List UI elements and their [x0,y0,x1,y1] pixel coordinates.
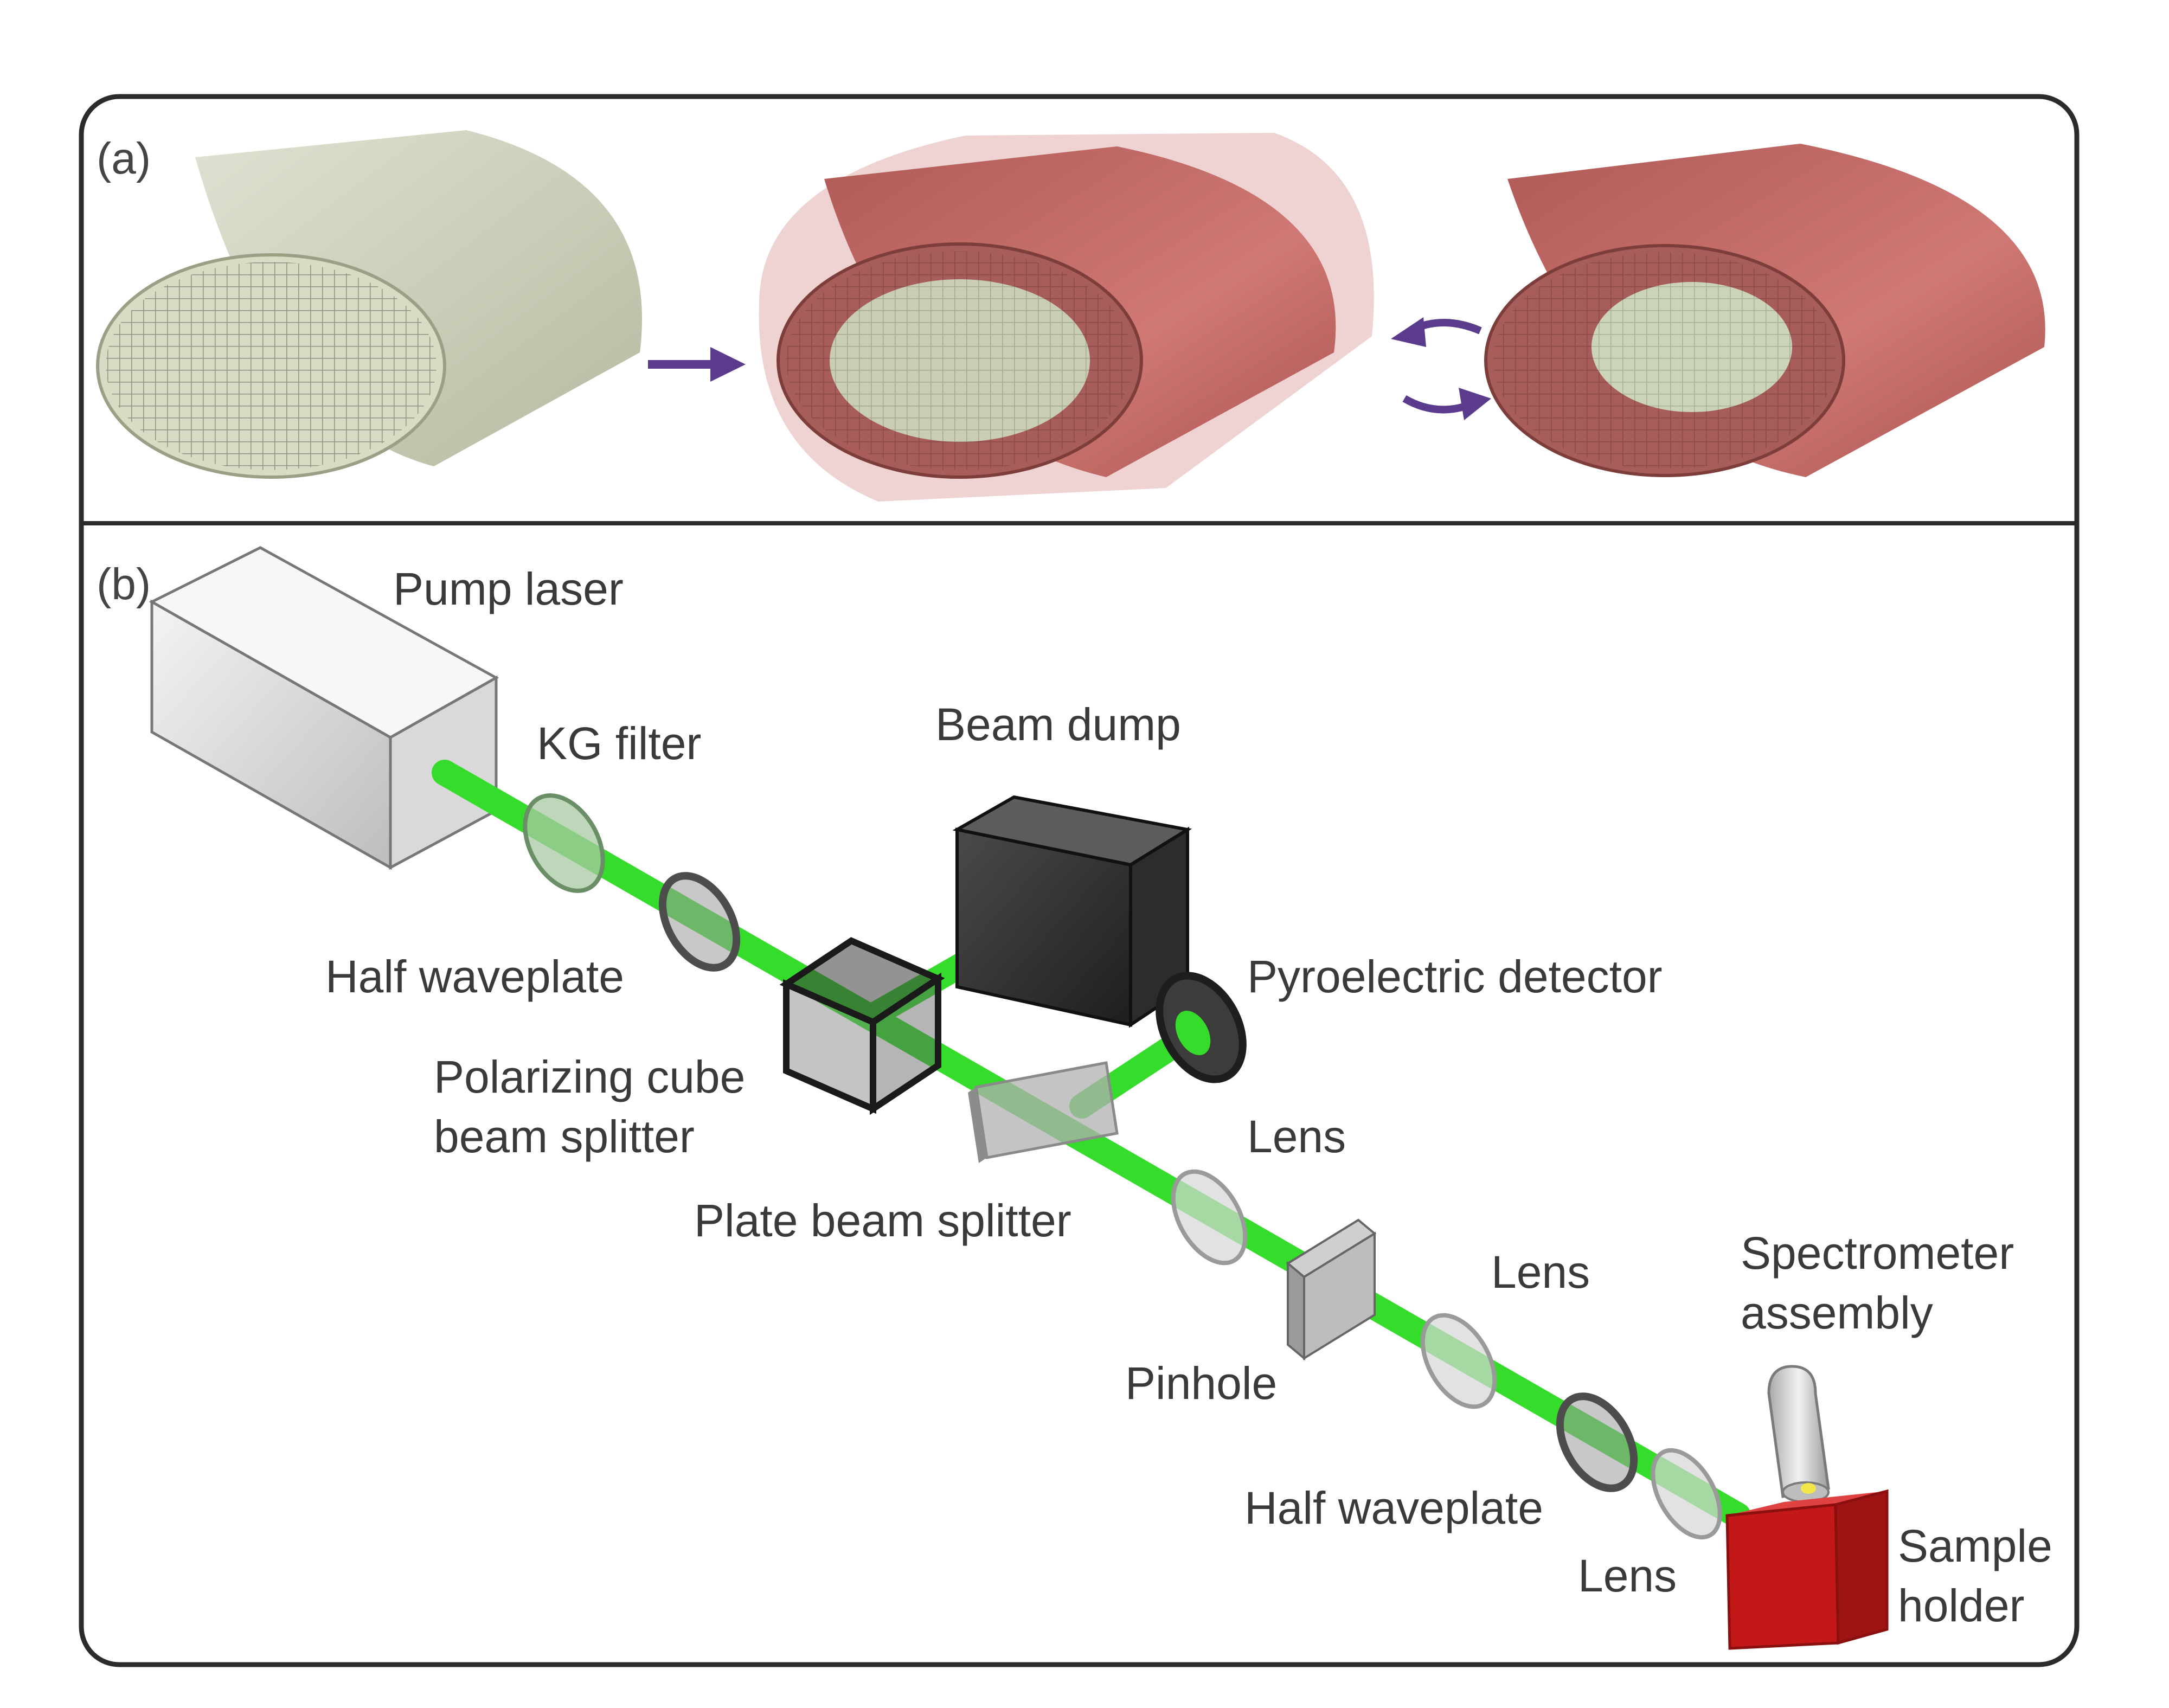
panel-b-label: (b) [97,560,151,609]
beam-dump [952,795,1192,1028]
panel-b: (b) [97,546,2052,1650]
label-half-waveplate-2: Half waveplate [1244,1482,1543,1533]
pyroelectric-detector [1156,972,1247,1083]
lens-2 [1420,1313,1497,1409]
pinhole [1286,1218,1377,1361]
label-pyroelectric-detector: Pyroelectric detector [1247,951,1663,1002]
label-sample-holder-line2: holder [1898,1580,2025,1631]
label-sample-holder-line1: Sample [1898,1520,2052,1571]
kg-filter [523,793,605,893]
label-kg-filter: KG filter [537,718,701,769]
polarizing-cube-beam-splitter [779,937,945,1115]
half-waveplate-2 [1556,1392,1638,1492]
reversible-arrows-icon [1391,317,1491,420]
panel-a-label: (a) [97,134,151,183]
sample-holder [1725,1489,1889,1650]
label-plate-beam-splitter: Plate beam splitter [694,1195,1071,1246]
substrate-regenerated [1484,144,2045,477]
label-pump-laser: Pump laser [393,563,624,614]
arrow-right-icon [648,347,746,382]
label-pinhole: Pinhole [1125,1358,1277,1409]
label-lens-1: Lens [1247,1111,1346,1162]
label-spectrometer-line2: assembly [1741,1287,1933,1338]
label-lens-2: Lens [1491,1247,1590,1298]
label-polarizing-cube-line2: beam splitter [434,1111,695,1162]
half-waveplate-1 [658,872,741,972]
plate-beam-splitter [968,1061,1119,1163]
substrate-bare [96,130,642,479]
label-lens-3: Lens [1578,1550,1677,1601]
lens-3 [1651,1448,1722,1540]
label-polarizing-cube-line1: Polarizing cube [434,1051,745,1102]
lens-1 [1171,1169,1248,1266]
spectrometer-assembly [1767,1365,1830,1503]
substrate-coated [759,133,1374,502]
label-half-waveplate-1: Half waveplate [325,951,624,1002]
label-beam-dump: Beam dump [935,699,1181,750]
panel-a: (a) [96,130,2045,502]
label-spectrometer-line1: Spectrometer [1741,1228,2014,1279]
